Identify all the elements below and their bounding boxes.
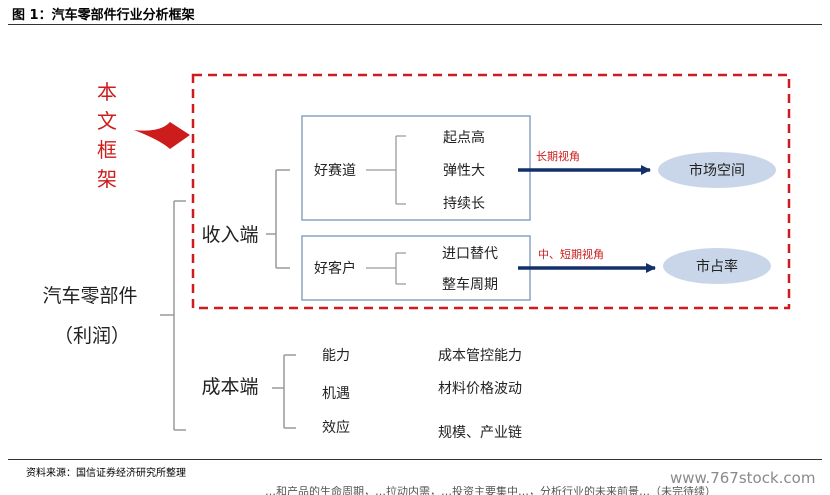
market-space-label: 市场空间 [689, 162, 745, 179]
market-share-label: 市占率 [696, 258, 738, 275]
footer-rule [8, 459, 822, 460]
good-track-item: 起点高 [443, 129, 485, 146]
highlight-frame [191, 73, 791, 310]
red-pointer-arrow [134, 122, 190, 149]
figure-title: 图 1：汽车零部件行业分析框架 [12, 8, 195, 23]
good-track-label: 好赛道 [314, 163, 356, 179]
good-customer-bracket [366, 252, 406, 285]
side-label-char-2: 文 [97, 109, 117, 133]
watermark: www.767stock.com [670, 469, 816, 487]
good-track-item: 持续长 [443, 195, 485, 212]
market-share-ellipse [663, 248, 771, 284]
cost-bracket [272, 354, 296, 429]
good-customer-label: 好客户 [314, 260, 356, 277]
cost-factor-detail: 规模、产业链 [438, 425, 522, 441]
long-term-arrow-label: 长期视角 [536, 149, 580, 163]
good-track-box [301, 115, 531, 221]
cost-factor-label: 效应 [322, 419, 350, 436]
side-label-char-1: 本 [97, 80, 117, 104]
header-rule [8, 24, 822, 25]
short-term-arrow-label: 中、短期视角 [538, 247, 604, 261]
good-track-item: 弹性大 [443, 163, 485, 179]
revenue-bracket [266, 169, 290, 269]
cost-factor-detail: 材料价格波动 [438, 381, 522, 397]
good-customer-item: 整车周期 [442, 276, 498, 293]
cost-factor-label: 机遇 [322, 386, 350, 402]
root-bracket [160, 200, 186, 431]
cut-off-body-text: …和产品的生命周期，…拉动内需，…投资主要集中…，分析行业的未来前景…（未完待续… [265, 486, 716, 495]
good-track-bracket [366, 135, 406, 205]
market-space-ellipse [658, 152, 776, 188]
side-label-char-3: 框 [97, 138, 117, 162]
side-label-char-4: 架 [97, 167, 117, 191]
root-node-sublabel: （利润） [54, 325, 130, 347]
cost-factor-detail: 成本管控能力 [438, 348, 522, 364]
revenue-side-label: 收入端 [201, 224, 258, 246]
cost-side-label: 成本端 [201, 376, 258, 398]
good-customer-item: 进口替代 [442, 246, 498, 262]
source-note: 资料来源：国信证券经济研究所整理 [26, 468, 186, 479]
root-node-label: 汽车零部件 [42, 285, 137, 307]
cost-factor-label: 能力 [322, 348, 350, 364]
